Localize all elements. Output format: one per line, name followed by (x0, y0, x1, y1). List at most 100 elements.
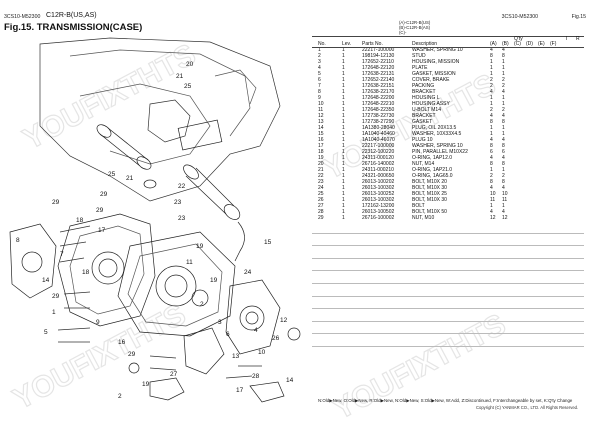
copyright: Copyright (C) YANMAR CO., LTD. All Right… (476, 405, 579, 410)
row-qty-b: 1 (502, 71, 505, 77)
callout-label: 26 (272, 335, 280, 342)
row-qty-a: 1 (490, 131, 493, 137)
table-header-rule (312, 47, 584, 48)
row-description: PIN, PARALLEL M10X22 (412, 149, 468, 155)
model-legend-b: (B)-C12R-B(AS) (399, 25, 431, 31)
row-qty-a: 4 (490, 89, 493, 95)
row-description: O-RING, 1AP12.0 (412, 155, 453, 161)
table-blank-row (312, 259, 584, 272)
row-lev: 1 (342, 185, 345, 191)
row-no: 1 (318, 47, 321, 53)
row-lev: 1 (342, 215, 345, 221)
row-description: WASHER, SPRING 10 (412, 143, 463, 149)
header-description: Description (412, 41, 438, 47)
callout-label: 2 (118, 393, 122, 400)
row-no: 21 (318, 167, 324, 173)
table-blank-row (312, 271, 584, 284)
row-lev: 1 (342, 155, 345, 161)
row-lev: 1 (342, 59, 345, 65)
row-part-no: 172638-22151 (362, 83, 395, 89)
callout-label: 20 (186, 61, 194, 68)
row-no: 25 (318, 191, 324, 197)
table-blank-row (312, 322, 584, 335)
row-qty-a: 8 (490, 179, 493, 185)
row-qty-a: 1 (490, 71, 493, 77)
row-part-no: 26013-100202 (362, 179, 395, 185)
row-qty-b: 2 (502, 83, 505, 89)
row-qty-b: 1 (502, 125, 505, 131)
row-qty-b: 1 (502, 65, 505, 71)
callout-label: 11 (186, 259, 193, 266)
exploded-diagram: 20 21 25 25 21 22 23 23 19 15 29 29 18 2… (9, 37, 301, 403)
row-part-no: 172638-22131 (362, 71, 395, 77)
callout-label: 28 (252, 373, 260, 380)
row-no: 13 (318, 119, 324, 125)
row-no: 18 (318, 149, 324, 155)
callout-label: 29 (52, 293, 60, 300)
row-qty-a: 2 (490, 83, 493, 89)
table-blank-row (312, 309, 584, 322)
row-part-no: 26013-100502 (362, 209, 395, 215)
table-blank-row (312, 234, 584, 247)
model-legend-c: (C)- (399, 30, 407, 36)
row-part-no: 22217-100000 (362, 143, 395, 149)
header-qty-a: (A) (490, 41, 497, 47)
row-qty-a: 4 (490, 155, 493, 161)
header-no: No. (318, 41, 326, 47)
callout-label: 6 (226, 331, 230, 338)
row-part-no: 172648-22120 (362, 65, 395, 71)
table-blank-row (312, 221, 584, 234)
row-qty-a: 4 (490, 137, 493, 143)
row-lev: 1 (342, 161, 345, 167)
callout-label: 29 (52, 199, 60, 206)
row-qty-b: 2 (502, 107, 505, 113)
callout-label: 18 (82, 269, 90, 276)
row-qty-b: 4 (502, 209, 505, 215)
row-lev: 1 (342, 131, 345, 137)
row-part-no: 26716-140002 (362, 161, 395, 167)
row-qty-b: 1 (502, 95, 505, 101)
callout-label: 19 (142, 381, 150, 388)
row-qty-a: 4 (490, 113, 493, 119)
row-lev: 1 (342, 101, 345, 107)
row-no: 12 (318, 113, 324, 119)
callout-label: 29 (96, 207, 104, 214)
row-qty-a: 1 (490, 167, 493, 173)
row-description: WASHER, 10X33X4.5 (412, 131, 462, 137)
callout-label: 5 (44, 329, 48, 336)
row-part-no: 1A1040-46070 (362, 137, 395, 143)
row-qty-a: 1 (490, 65, 493, 71)
row-part-no: 172638-22170 (362, 89, 395, 95)
table-top-rule (312, 36, 584, 37)
row-description: WASHER, SPRING 10 (412, 47, 463, 53)
row-lev: 1 (342, 191, 345, 197)
row-part-no: 172652-22140 (362, 77, 395, 83)
callout-label: 2 (200, 301, 204, 308)
row-no: 26 (318, 197, 324, 203)
row-description: GASKET, MISSION (412, 71, 456, 77)
row-no: 8 (318, 89, 321, 95)
row-no: 29 (318, 215, 324, 221)
callout-label: 23 (174, 199, 182, 206)
row-qty-b: 4 (502, 89, 505, 95)
row-qty-b: 4 (502, 137, 505, 143)
callout-label: 10 (258, 349, 266, 356)
row-part-no: 26013-100302 (362, 185, 395, 191)
row-qty-b: 1 (502, 167, 505, 173)
row-no: 7 (318, 83, 321, 89)
row-qty-a: 8 (490, 119, 493, 125)
row-no: 5 (318, 71, 321, 77)
row-description: BOLT, M10X 25 (412, 191, 447, 197)
